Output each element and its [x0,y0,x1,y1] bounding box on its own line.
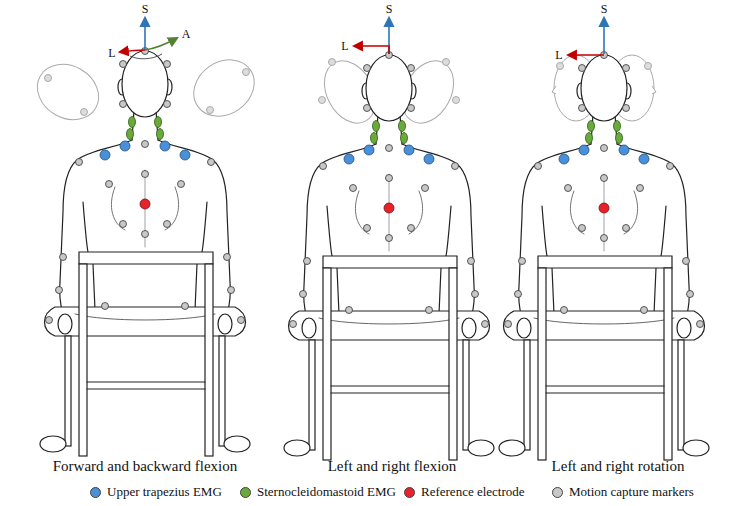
axis-label: S [601,2,608,17]
axis-arrows [568,18,604,55]
axis-label: L [341,39,348,54]
legend-text: Upper trapezius EMG [107,484,222,500]
seated-subject [499,52,709,461]
legend-swatch [90,487,101,498]
legend-swatch [552,487,563,498]
axis-label: S [386,2,393,17]
axis-arrows [120,18,177,59]
seated-subject [284,52,494,461]
axis-label: L [555,48,562,63]
legend-swatch [240,487,251,498]
legend-entry: Motion capture markers [552,484,694,500]
legend-entry: Sternocleidomastoid EMG [240,484,396,500]
axis-label: A [182,27,191,42]
seated-subject [40,48,250,457]
panel-caption: Forward and backward flexion [53,458,238,475]
legend-swatch [404,487,415,498]
legend-text: Reference electrode [421,484,525,500]
legend-entry: Upper trapezius EMG [90,484,222,500]
axis-arrows [354,18,389,54]
axis-label: L [108,46,115,61]
legend-entry: Reference electrode [404,484,525,500]
panel-caption: Left and right rotation [552,458,685,475]
legend-text: Motion capture markers [569,484,694,500]
legend-text: Sternocleidomastoid EMG [257,484,396,500]
axis-label: S [142,2,149,17]
panel-caption: Left and right flexion [328,458,457,475]
